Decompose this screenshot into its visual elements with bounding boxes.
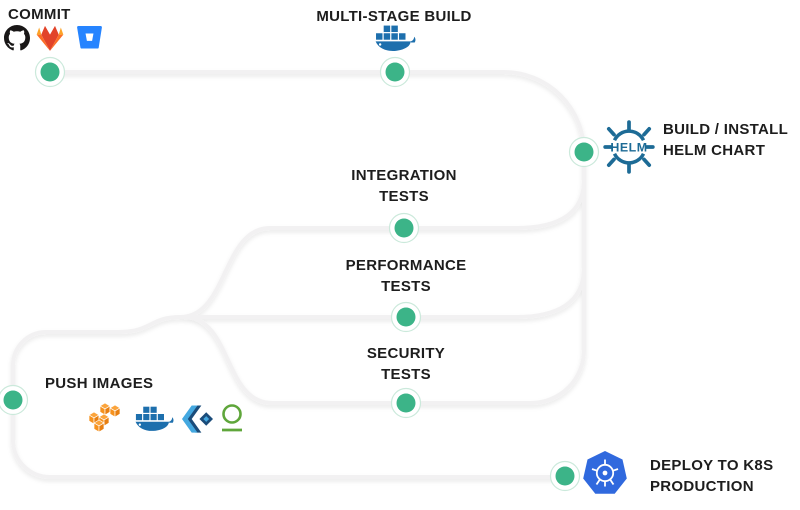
gitlab-icon — [36, 25, 64, 51]
kubernetes-icon — [583, 451, 627, 494]
performance-tests-label: PERFORMANCE TESTS — [345, 257, 467, 295]
commit-label: COMMIT — [8, 6, 71, 23]
pipeline-path — [11, 70, 586, 479]
container-registry-icon — [222, 404, 242, 432]
performance-tests-dot — [390, 301, 422, 333]
stage-dots — [0, 56, 600, 492]
docker-icon — [375, 25, 416, 52]
helm-chart-dot — [568, 136, 600, 168]
multi-stage-build-dot — [379, 56, 411, 88]
helm-chart-label: BUILD / INSTALL HELM CHART — [663, 121, 789, 159]
security-tests-dot — [390, 387, 422, 419]
docker-whale-eye — [138, 423, 141, 426]
aws-icon — [88, 403, 121, 433]
docker-icon — [135, 406, 174, 431]
integration-tests-label: INTEGRATION TESTS — [351, 167, 457, 205]
push-images-label: PUSH IMAGES — [45, 375, 154, 392]
docker-whale-eye — [378, 43, 382, 46]
multi-stage-build-label: MULTI-STAGE BUILD — [316, 8, 472, 25]
helm-wheel-text: HELM — [610, 141, 647, 155]
deploy-label: DEPLOY TO K8S PRODUCTION — [650, 457, 774, 495]
deploy-dot — [549, 460, 581, 492]
commit-dot — [34, 56, 66, 88]
bitbucket-icon — [77, 26, 102, 49]
security-tests-label: SECURITY TESTS — [366, 345, 446, 383]
github-icon — [4, 25, 30, 51]
integration-tests-dot — [388, 212, 420, 244]
helm-icon: HELM — [603, 120, 655, 174]
quay-icon — [182, 405, 213, 433]
push-images-dot — [0, 384, 29, 416]
